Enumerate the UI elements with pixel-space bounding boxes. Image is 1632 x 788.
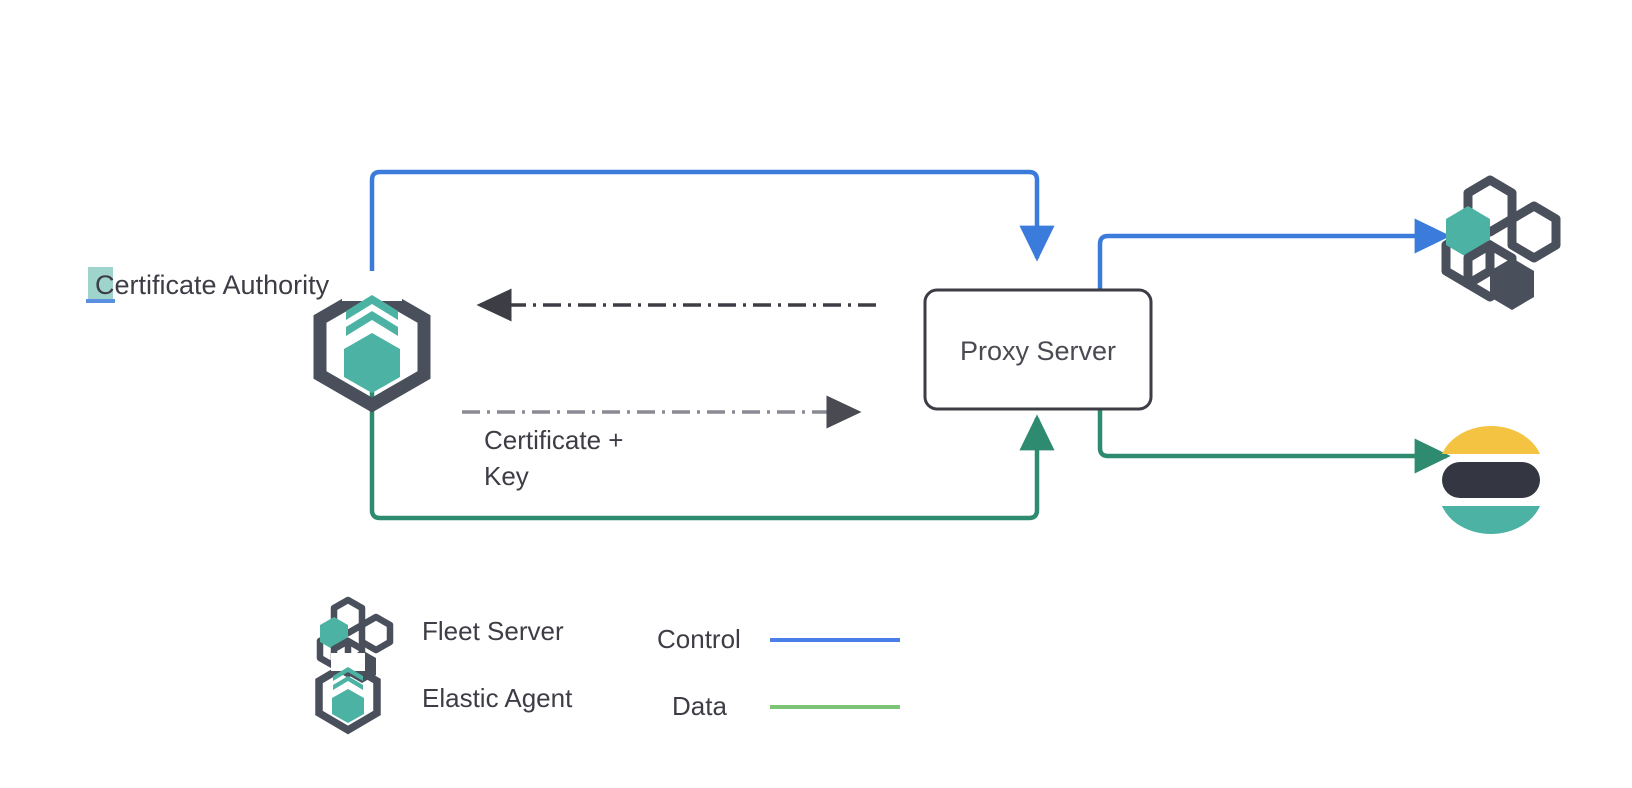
node-proxy-server[interactable]: Proxy Server <box>923 288 1153 411</box>
ca-label-underline <box>86 299 115 303</box>
legend-label-fleet-server: Fleet Server <box>422 616 564 646</box>
fleet-server-icon[interactable] <box>1441 175 1561 310</box>
ca-label-highlight <box>88 267 113 300</box>
edge-data-agent-to-proxy <box>369 392 1055 521</box>
certificate-authority-label: Certificate Authority <box>95 270 330 300</box>
edge-label-certificate-line2: Key <box>484 461 529 491</box>
proxy-server-label: Proxy Server <box>960 336 1116 366</box>
elastic-agent-icon[interactable] <box>313 271 431 413</box>
edge-data-proxy-to-elasticsearch <box>1097 408 1451 474</box>
proxy-server-box[interactable] <box>923 288 1153 411</box>
elasticsearch-icon[interactable] <box>1442 426 1540 534</box>
legend-label-control: Control <box>657 624 741 654</box>
legend-label-data: Data <box>672 691 727 721</box>
legend-label-elastic-agent: Elastic Agent <box>422 683 573 713</box>
certificate-authority-label-group: Certificate Authority <box>86 267 330 303</box>
edge-label-certificate-line1: Certificate + <box>484 425 623 455</box>
edge-control-agent-to-proxy <box>369 169 1055 300</box>
elasticsearch-teal-arc <box>1442 506 1540 534</box>
legend-icon-elastic-agent <box>315 653 381 735</box>
elasticsearch-yellow-arc <box>1442 426 1540 454</box>
elasticsearch-dark-bar <box>1442 462 1540 498</box>
edge-control-proxy-to-fleet <box>1097 218 1451 290</box>
